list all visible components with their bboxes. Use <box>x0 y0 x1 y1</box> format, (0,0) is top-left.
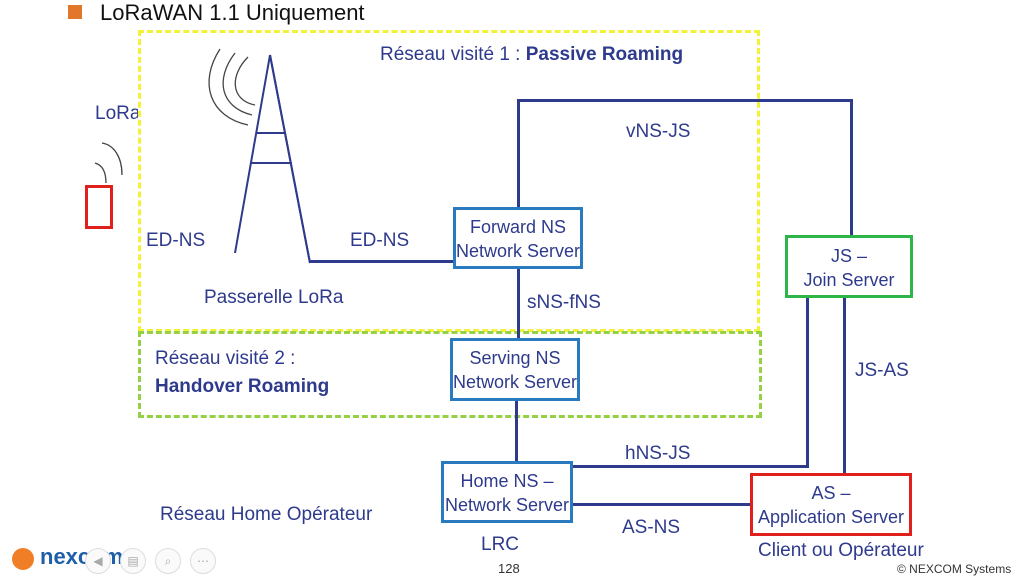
gateway-label: Passerelle LoRa <box>204 287 344 308</box>
js-line2: Join Server <box>803 270 895 290</box>
visited-network-2-line1: Réseau visité 2 : <box>155 348 296 369</box>
sns-fns-label: sNS-fNS <box>527 292 601 313</box>
page-number: 128 <box>498 561 520 576</box>
serving-ns-line2: Network Server <box>453 372 578 392</box>
wire-serving-home <box>515 401 518 462</box>
visited-network-1-name: Passive Roaming <box>525 44 684 65</box>
zoom-icon[interactable]: ⌕ <box>155 548 181 574</box>
wire-js-left <box>806 297 809 468</box>
visited-network-1-zone <box>138 30 760 332</box>
as-ns-label: AS-NS <box>622 517 681 538</box>
visited-network-2-line2: Handover Roaming <box>155 376 330 397</box>
visited-network-1-prefix: Réseau visité 1 : <box>380 44 526 65</box>
page-title: LoRaWAN 1.1 Uniquement <box>100 0 365 25</box>
prev-slide-icon[interactable]: ◀ <box>85 548 111 574</box>
wire-forward-serving <box>517 268 520 339</box>
js-as-label: JS-AS <box>855 360 909 381</box>
ed-ns-left-label: ED-NS <box>146 230 206 251</box>
wire-forward-up <box>517 100 520 208</box>
copyright: © NEXCOM Systems <box>897 562 1012 576</box>
forward-ns-line1: Forward NS <box>469 217 567 237</box>
wire-home-as <box>573 503 751 506</box>
home-ns-box: Home NS – Network Server <box>441 461 573 523</box>
nexcom-logo-icon <box>12 548 34 570</box>
as-line2: Application Server <box>757 507 905 527</box>
forward-ns-line2: Network Server <box>456 241 581 261</box>
as-box: AS – Application Server <box>750 473 912 536</box>
js-line1: JS – <box>830 246 868 266</box>
wire-js-down <box>850 99 853 236</box>
visited-network-1-label: Réseau visité 1 : Passive Roaming <box>380 44 683 66</box>
lora-label: LoRa <box>95 103 138 124</box>
slides-icon[interactable]: ▤ <box>120 548 146 574</box>
wire-home-js <box>573 465 809 468</box>
serving-ns-line1: Serving NS <box>469 348 561 368</box>
hns-js-label: hNS-JS <box>625 443 691 464</box>
more-icon[interactable]: ⋯ <box>190 548 216 574</box>
nexcom-logo-text: nexcom <box>40 544 124 569</box>
wire-top <box>517 99 853 102</box>
wire-gateway-forward <box>310 260 455 263</box>
vns-js-label: vNS-JS <box>626 121 691 142</box>
serving-ns-box: Serving NS Network Server <box>450 338 580 401</box>
js-box: JS – Join Server <box>785 235 913 298</box>
visited-network-2-zone <box>138 331 762 418</box>
title-bullet <box>68 5 82 19</box>
home-network-label: Réseau Home Opérateur <box>160 504 373 525</box>
lrc-label: LRC <box>481 534 520 555</box>
ed-ns-mid-label: ED-NS <box>350 230 410 251</box>
forward-ns-box: Forward NS Network Server <box>453 207 583 269</box>
client-label: Client ou Opérateur <box>758 540 924 561</box>
wire-js-as <box>843 297 846 474</box>
home-ns-line1: Home NS – <box>460 471 554 491</box>
home-ns-line2: Network Server <box>444 495 570 515</box>
antenna-tower-icon <box>94 48 311 264</box>
end-device-icon <box>85 185 113 229</box>
as-line1: AS – <box>811 483 851 503</box>
